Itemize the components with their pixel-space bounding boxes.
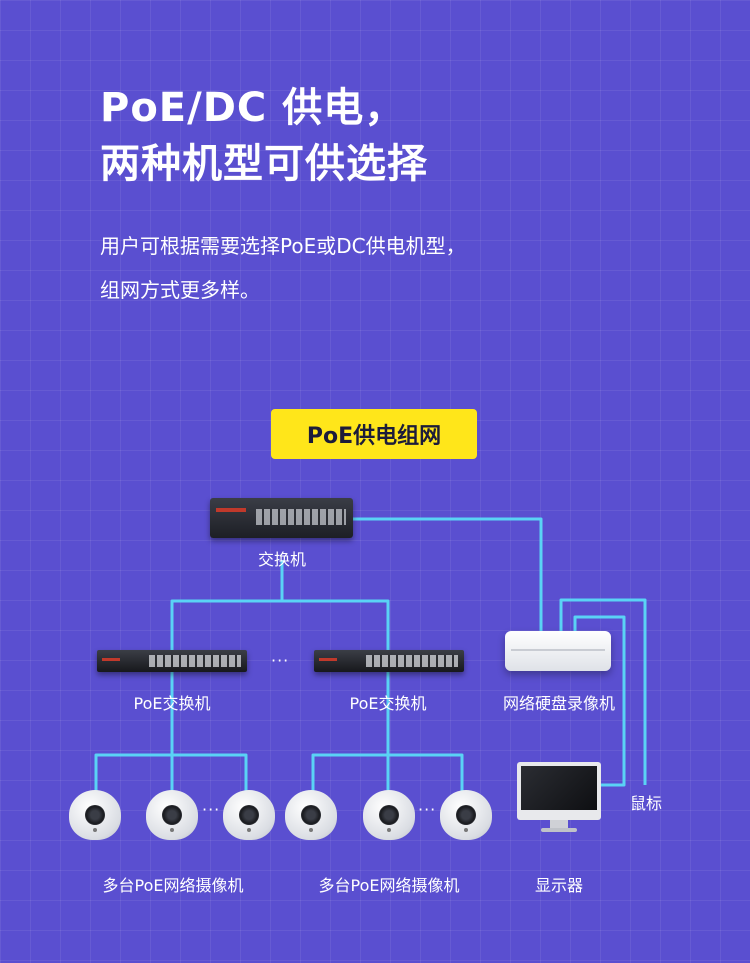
- nvr-label: 网络硬盘录像机: [502, 694, 615, 713]
- monitor-device: [517, 762, 601, 832]
- cameras-label-1: 多台PoE网络摄像机: [102, 876, 244, 895]
- mouse-label: 鼠标: [629, 794, 662, 813]
- camera-icon: [285, 790, 337, 842]
- camera-icon: [440, 790, 492, 842]
- main-switch-device: [210, 498, 353, 538]
- camera-ellipsis-1: ···: [202, 800, 221, 819]
- poe-switch-label-2: PoE交换机: [349, 694, 427, 713]
- poe-switch-device-2: [314, 650, 464, 672]
- monitor-label: 显示器: [534, 876, 583, 895]
- camera-icon: [69, 790, 121, 842]
- wire-switch-to-nvr: [353, 517, 543, 640]
- camera-ellipsis-2: ···: [418, 800, 437, 819]
- poe-switch-label-1: PoE交换机: [133, 694, 211, 713]
- poe-switch-device-1: [97, 650, 247, 672]
- switch-label: 交换机: [257, 550, 306, 569]
- wire-nvr-to-mouse: [559, 598, 647, 785]
- subtitle-line-1: 用户可根据需要选择PoE或DC供电机型，: [100, 234, 466, 258]
- title-line-1: PoE/DC 供电，: [100, 85, 406, 131]
- cameras-label-2: 多台PoE网络摄像机: [318, 876, 460, 895]
- wire-nvr-to-monitor: [573, 615, 626, 787]
- wire-switch-to-poe-switches: [170, 560, 390, 650]
- poe-network-badge: PoE供电组网: [271, 409, 477, 459]
- camera-icon: [146, 790, 198, 842]
- subtitle-line-2: 组网方式更多样。: [100, 278, 260, 302]
- title-line-2: 两种机型可供选择: [100, 141, 428, 187]
- nvr-device: [505, 631, 611, 671]
- camera-icon: [363, 790, 415, 842]
- switch-ellipsis: ···: [271, 651, 290, 670]
- wire-poe-switch-2-to-cameras: [311, 672, 464, 792]
- wire-poe-switch-1-to-cameras: [94, 672, 248, 792]
- camera-icon: [223, 790, 275, 842]
